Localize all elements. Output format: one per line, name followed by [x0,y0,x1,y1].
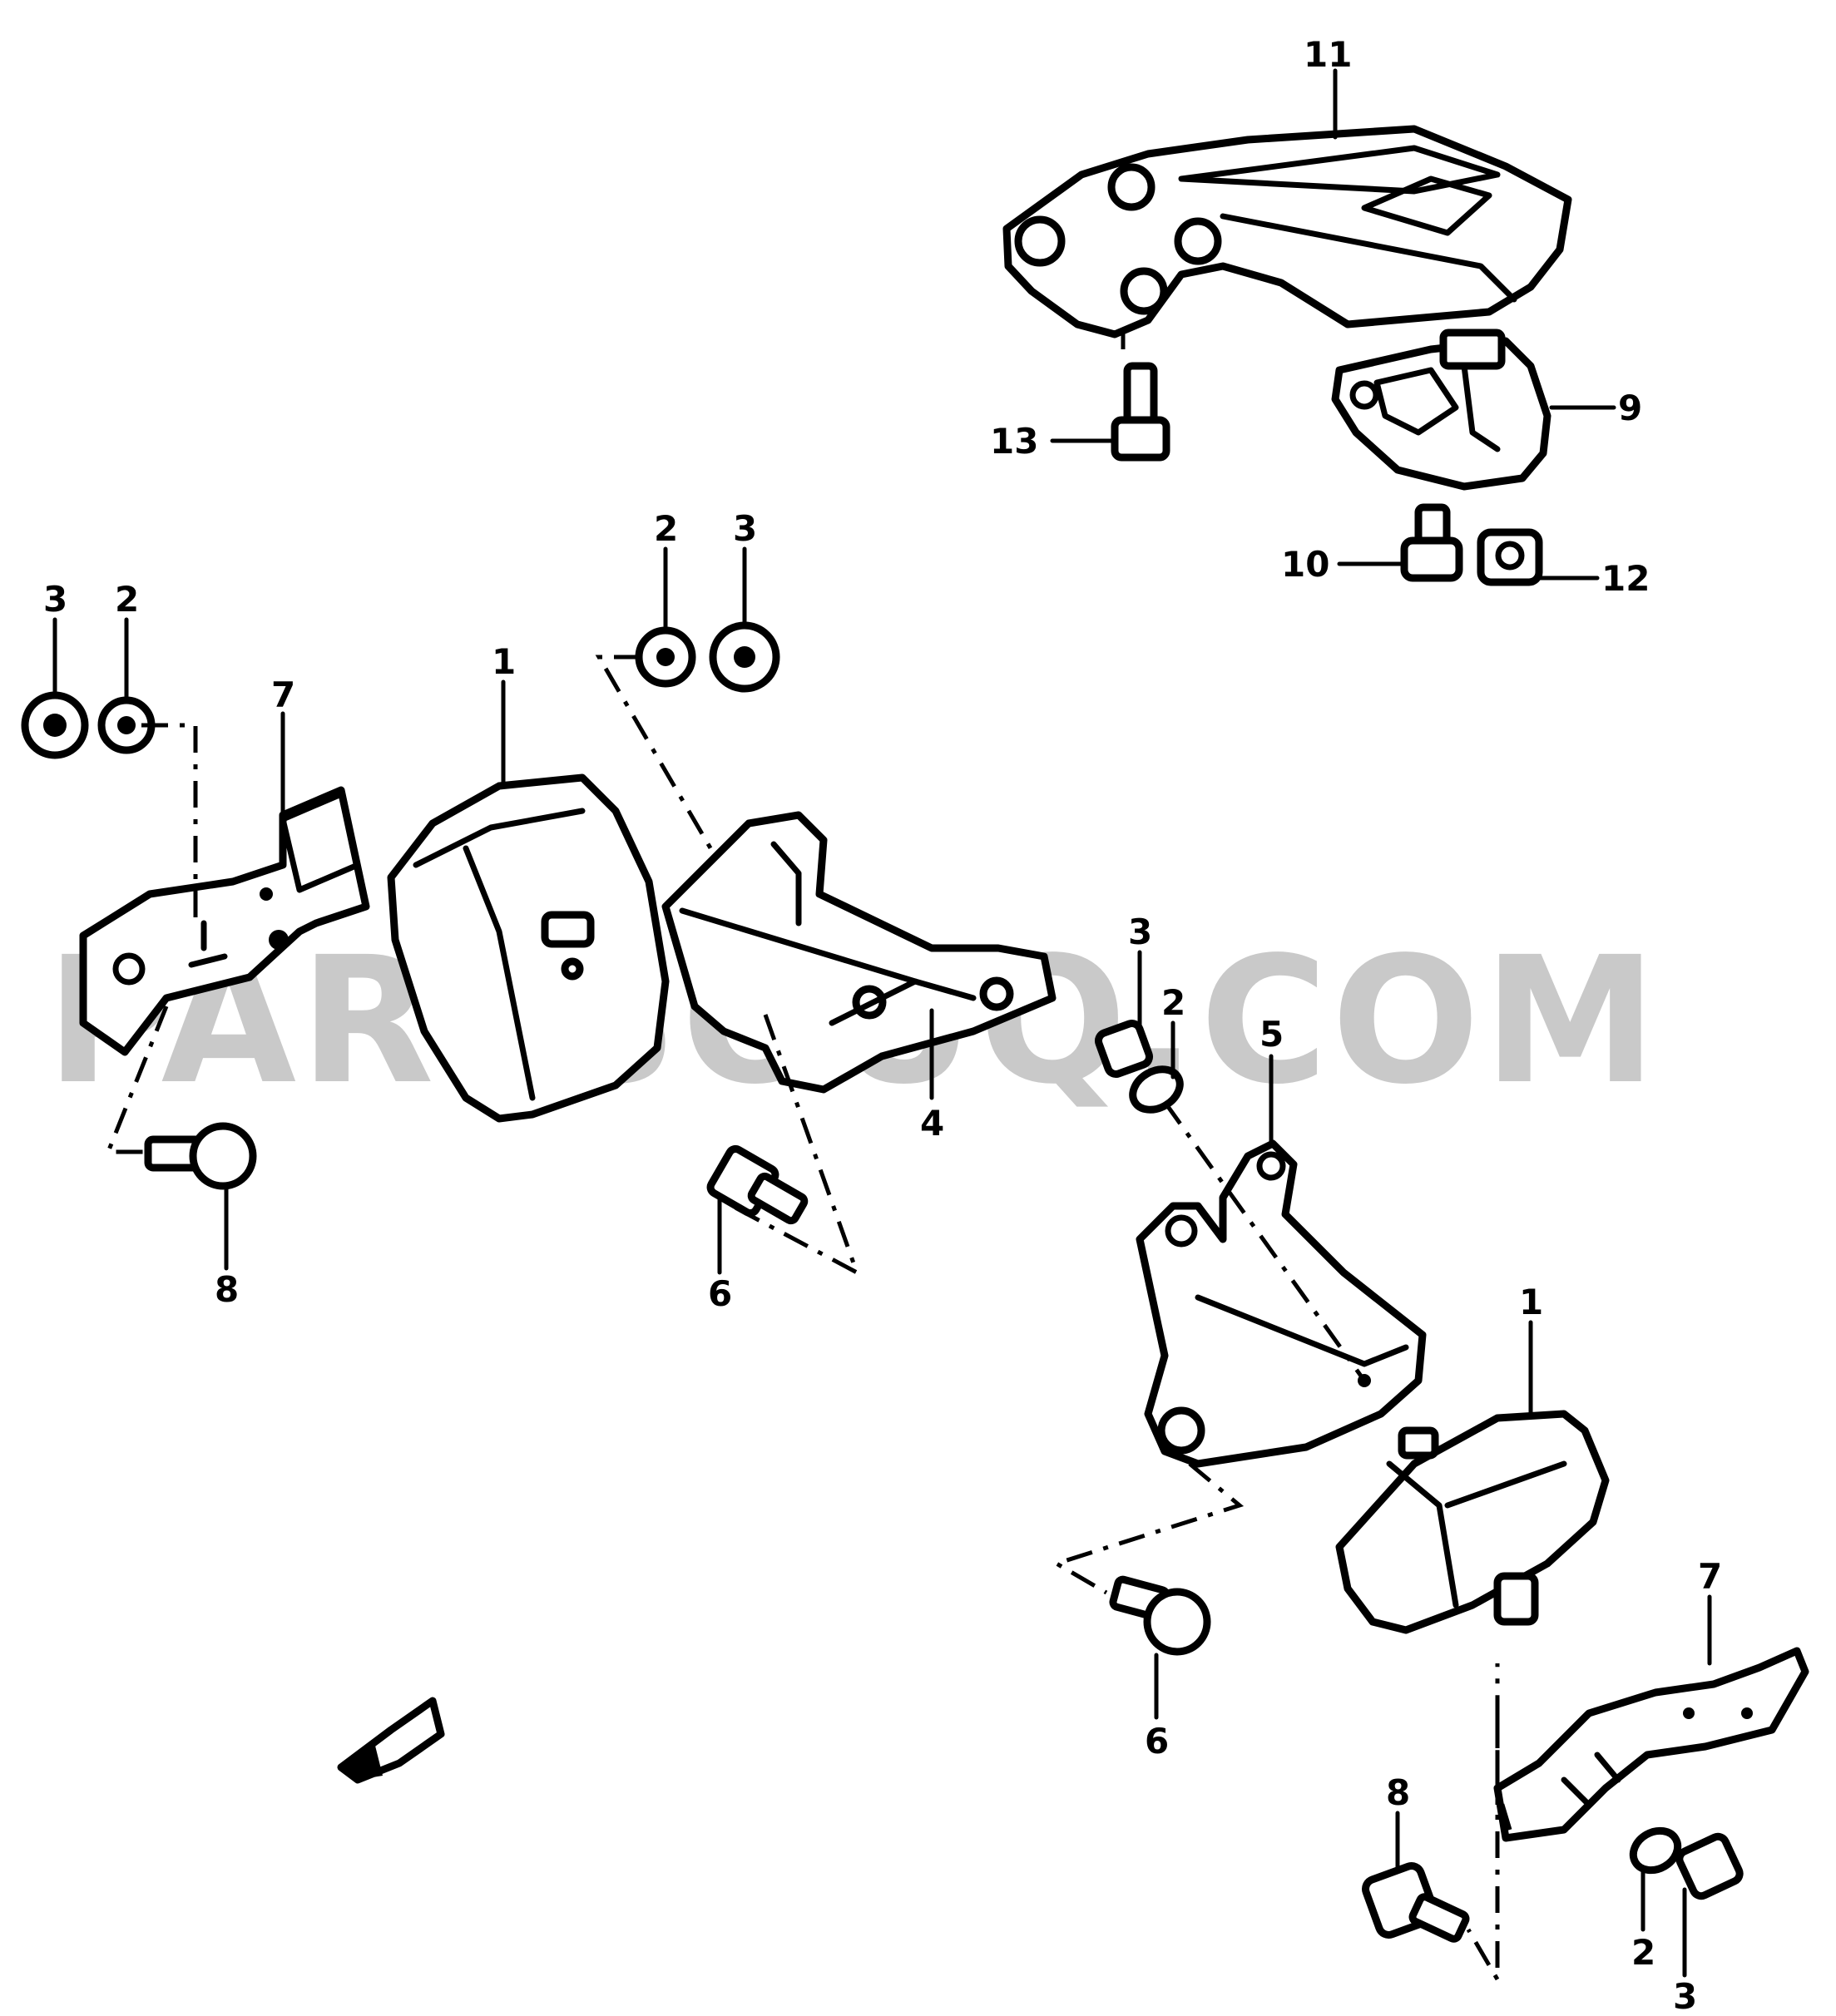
part-7-stopper-bracket-right[interactable] [1493,1647,1809,1842]
part-3-nut-left[interactable] [21,691,89,759]
part-3-nut-mid[interactable] [709,621,780,693]
part-4-mount-bracket[interactable] [661,811,1057,1094]
callout-1-left: 1 [492,641,516,682]
callout-12: 12 [1601,558,1650,599]
callout-1-right: 1 [1519,1282,1543,1322]
front-arrow-icon [337,1697,445,1784]
part-9-upper-mount[interactable] [1331,329,1551,491]
part-6-bolt-lower[interactable] [1109,1575,1211,1656]
part-8-bolt-left[interactable] [144,1122,257,1190]
callout-2-right-lower: 2 [1631,1932,1655,1973]
callout-9: 9 [1618,388,1642,428]
callout-labels: 11 9 13 10 12 3 2 2 3 7 1 4 8 6 3 2 5 1 … [43,34,1722,2016]
callout-3-right-upper: 3 [1128,912,1152,952]
part-2-washer-mid[interactable] [635,626,696,688]
callout-3-mid: 3 [733,508,757,549]
leader-lines [52,68,1712,1978]
callout-3-right-lower: 3 [1673,1976,1697,2016]
part-5-mount-bracket[interactable] [1136,1139,1427,1468]
callout-5: 5 [1259,1014,1284,1055]
part-3-nut-right-lower[interactable] [1675,1832,1744,1900]
part-8-bolt-right[interactable] [1362,1862,1470,1943]
callout-8-left: 8 [215,1269,239,1310]
callout-13: 13 [990,421,1038,462]
part-2-washer-right-lower[interactable] [1626,1823,1685,1878]
callout-2-right-upper: 2 [1161,982,1185,1023]
callout-4: 4 [920,1103,944,1144]
callout-7-right: 7 [1698,1556,1722,1597]
callout-6-upper: 6 [708,1273,732,1314]
assembly-guide-lines [105,333,1512,1988]
part-12-nut[interactable] [1477,528,1543,586]
callout-2-left: 2 [115,579,139,620]
part-1-engine-mount-right[interactable] [1335,1410,1610,1634]
callout-10: 10 [1281,544,1329,585]
part-13-bolt[interactable] [1111,362,1170,462]
callout-3-left: 3 [43,579,67,620]
callout-8-right: 8 [1386,1772,1410,1813]
part-10-stud-nut[interactable] [1400,503,1463,582]
callout-6-lower: 6 [1145,1721,1169,1762]
part-6-bolt-upper[interactable] [706,1144,809,1225]
callout-2-mid: 2 [654,508,678,549]
part-3-nut-right-upper[interactable] [1094,1019,1154,1079]
callout-11: 11 [1304,34,1352,75]
callout-7-left: 7 [271,674,295,715]
part-11-mounting-bracket[interactable] [1002,125,1572,338]
part-1-engine-mount-left[interactable] [387,773,670,1123]
part-7-stopper-bracket-left[interactable] [79,786,370,1056]
